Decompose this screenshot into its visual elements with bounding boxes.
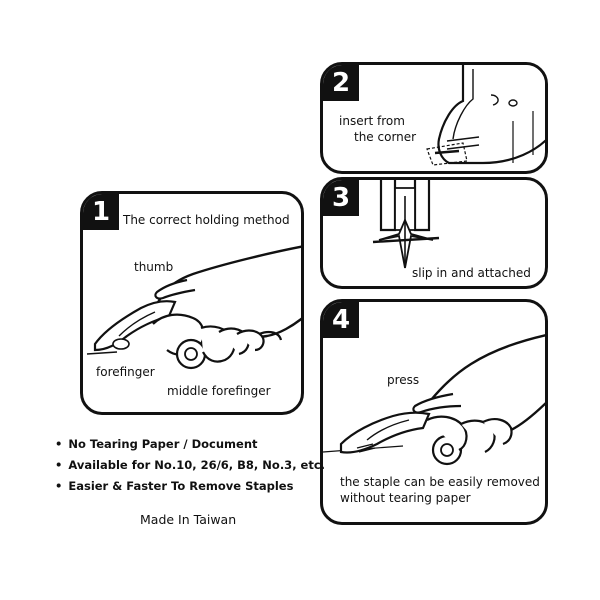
step-3-caption: slip in and attached — [412, 266, 531, 280]
made-in-label: Made In Taiwan — [140, 512, 237, 527]
remover-slip-in-illustration — [372, 180, 440, 269]
step-1-panel: 1 The correct holding method thumb foref… — [80, 191, 304, 415]
feature-list: No Tearing Paper / Document Available fo… — [55, 434, 325, 497]
feature-item: No Tearing Paper / Document — [55, 434, 325, 455]
step-1-title: The correct holding method — [123, 213, 290, 227]
step-4-panel: 4 press the staple can be easily removed… — [320, 299, 548, 525]
step-4-number: 4 — [323, 302, 359, 338]
step-1-label-forefinger: forefinger — [96, 365, 155, 379]
step-2-number: 2 — [323, 65, 359, 101]
remover-press-illustration — [323, 334, 545, 466]
step-2-panel: 2 insert from the corner — [320, 62, 548, 174]
step-3-number: 3 — [323, 180, 359, 216]
step-4-line2: without tearing paper — [340, 491, 471, 505]
step-2-line2: the corner — [354, 130, 417, 144]
step-4-line1: the staple can be easily removed — [340, 475, 540, 489]
step-2-line1: insert from — [339, 114, 405, 128]
remover-corner-insert-illustration — [426, 65, 545, 166]
feature-item: Easier & Faster To Remove Staples — [55, 476, 325, 497]
step-1-number: 1 — [83, 194, 119, 230]
step-1-label-thumb: thumb — [134, 260, 174, 274]
step-1-label-middle: middle forefinger — [167, 384, 271, 398]
feature-item: Available for No.10, 26/6, B8, No.3, etc… — [55, 455, 325, 476]
hand-holding-remover-illustration — [86, 245, 301, 370]
step-3-panel: 3 slip in and attached — [320, 177, 548, 289]
step-4-label-press: press — [387, 373, 420, 387]
